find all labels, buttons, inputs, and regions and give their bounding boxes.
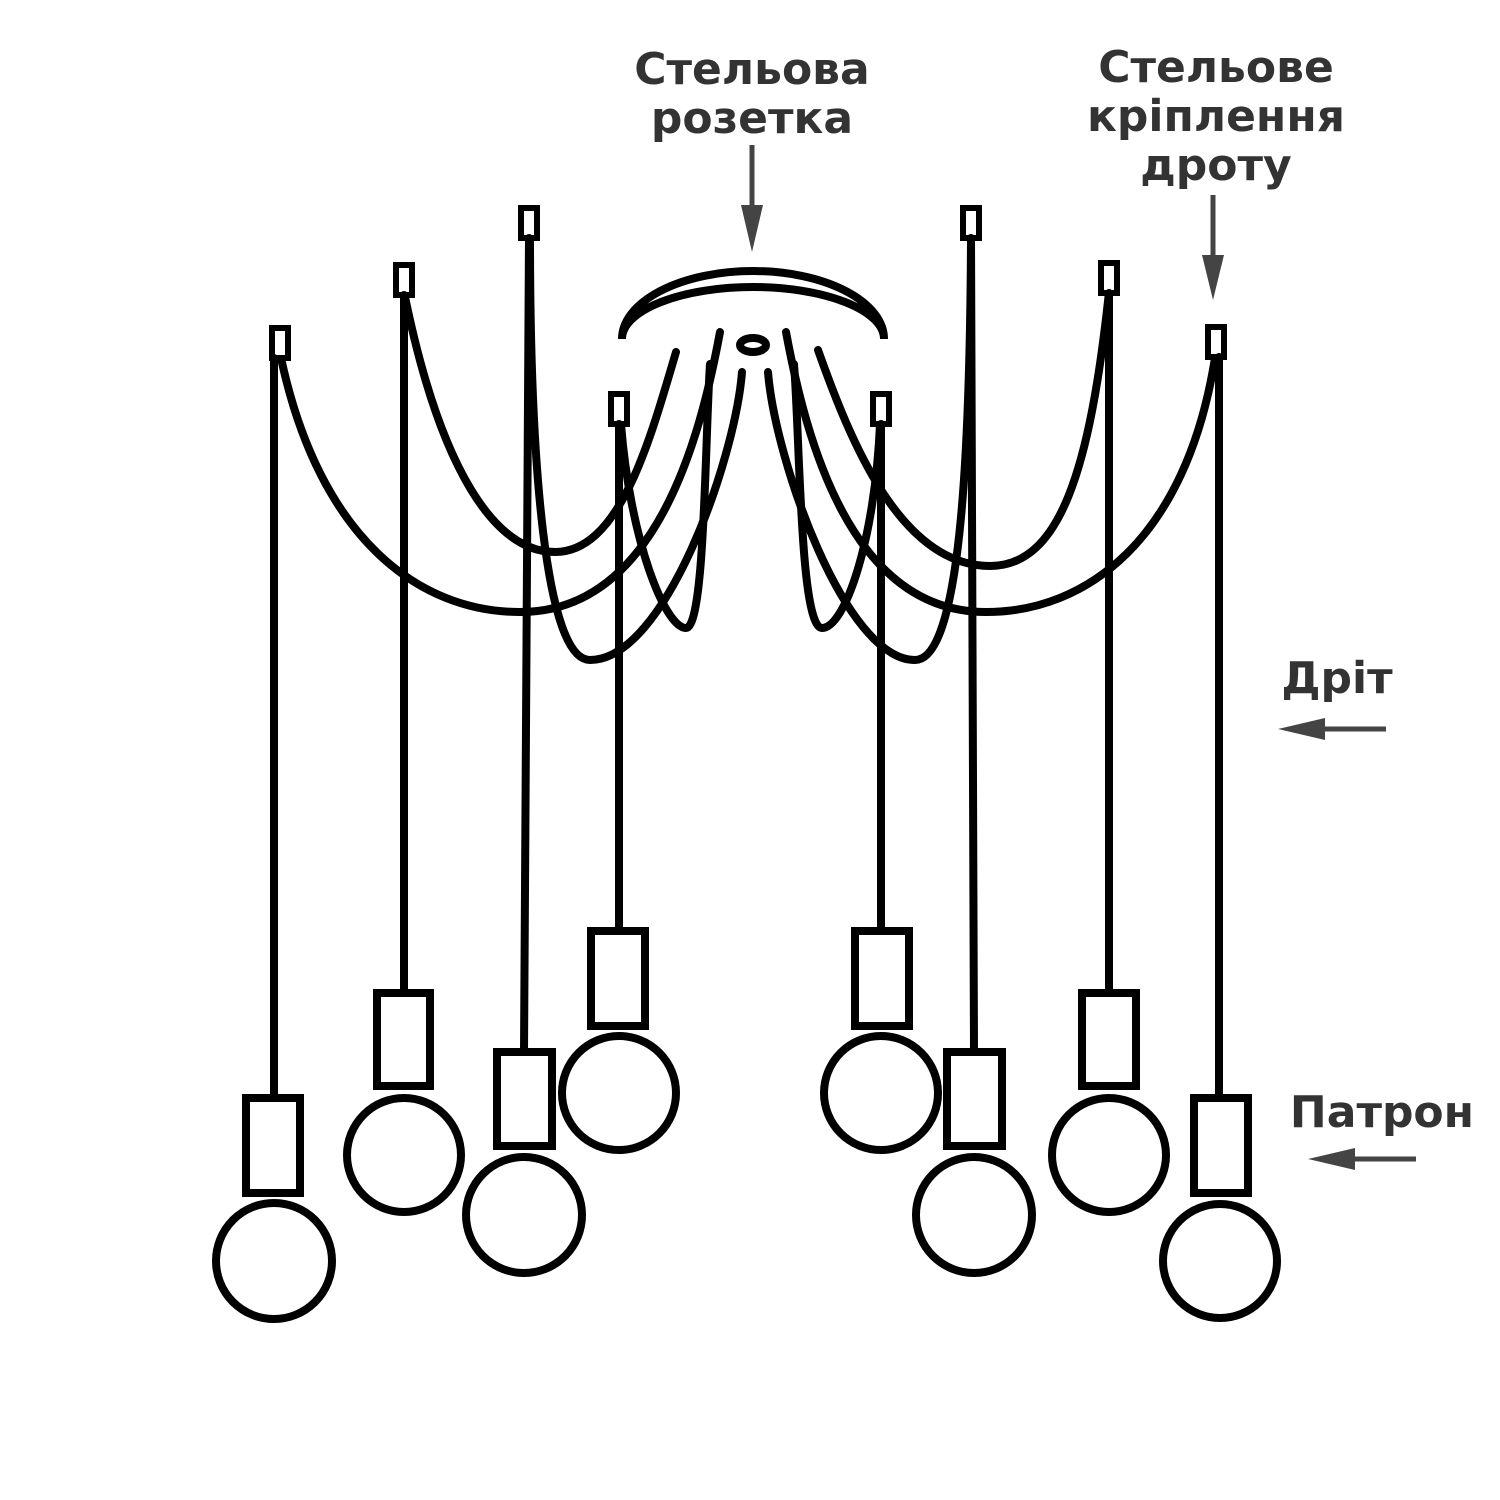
draped-wire [764,234,975,665]
draped-wire [790,360,884,633]
lamp-socket [1078,989,1140,1090]
pendant [343,262,465,1216]
hanging-wire [520,234,533,1056]
pendant [462,205,586,1277]
label-wire-mount-line-3: дроту [1140,140,1291,191]
bulb [462,1153,586,1277]
bulb [558,1032,680,1154]
lamp-socket [373,989,434,1090]
arrow-to-wire [1278,718,1386,740]
label-ceiling-rosette-line-2: розетка [651,93,853,144]
ceiling-wire-mount [518,205,540,241]
lamp-socket [851,927,913,1030]
label-socket: Патрон [1290,1087,1474,1138]
arrow-to-rosette [741,145,763,252]
ceiling-wire-mount [608,391,630,427]
lamp-socket [587,927,649,1030]
draped-wire [814,288,1113,571]
pendant [212,325,336,1323]
ceiling-rosette [618,267,888,356]
pendant [558,391,680,1154]
arrow-to-socket [1308,1148,1416,1170]
label-ceiling-rosette: Стельова розетка [634,44,869,144]
ceiling-wire-mount [870,391,892,427]
label-wire-mount: Стельове кріплення дроту [1087,42,1345,191]
label-wire-mount-line-1: Стельове [1098,42,1334,93]
bulb [343,1094,465,1216]
bulb [1159,1200,1281,1322]
rosette-center-hole [736,334,770,356]
pendant [1048,260,1170,1216]
ceiling-wire-mount [393,262,415,298]
bulb [912,1153,1036,1277]
label-ceiling-rosette-line-1: Стельова [634,44,869,95]
label-wire-mount-line-2: кріплення [1087,91,1345,142]
lamp-socket [943,1048,1006,1150]
ceiling-wire-mount [1098,260,1120,296]
bulb [820,1032,942,1154]
hanging-wire [967,234,978,1056]
draped-wire [617,360,714,633]
lamp-socket [1190,1094,1252,1197]
lamp-socket [242,1094,304,1197]
pendant [1159,324,1281,1322]
pendant [912,205,1036,1277]
bulb [212,1199,336,1323]
draped-wire [782,328,1219,617]
ceiling-wire-mount [960,205,982,241]
ceiling-wire-mount [269,325,291,361]
draped-wire [277,328,724,617]
lamp-socket [493,1048,556,1150]
arrow-to-wire-mount [1202,195,1224,300]
draped-wires [277,234,1219,665]
bulb [1048,1094,1170,1216]
pendant [820,391,942,1154]
label-wire: Дріт [1281,653,1393,704]
draped-wire [400,288,680,557]
draped-wire [526,234,746,665]
ceiling-wire-mount [1205,324,1227,360]
